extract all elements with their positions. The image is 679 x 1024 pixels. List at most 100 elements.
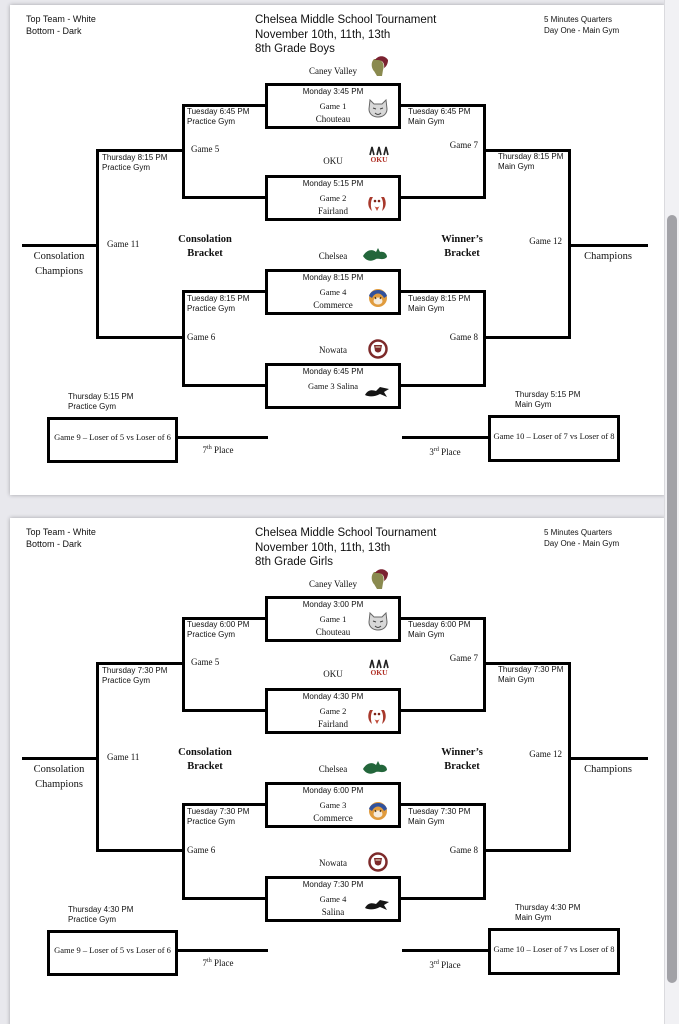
seed-team-nowata: Nowata bbox=[319, 858, 347, 868]
panther-mascot-icon bbox=[364, 898, 390, 912]
dragon-mascot-icon bbox=[362, 246, 388, 264]
trojan-mascot-icon bbox=[369, 568, 389, 590]
game5-schedule: Tuesday 6:45 PM Practice Gym bbox=[187, 107, 249, 127]
bracket-line bbox=[401, 803, 483, 806]
game8-time: Tuesday 7:30 PM bbox=[408, 807, 471, 816]
game5-gym: Practice Gym bbox=[187, 117, 236, 126]
quarters-note: 5 Minutes Quarters bbox=[544, 528, 613, 537]
bracket-line bbox=[401, 104, 483, 107]
game6-schedule: Tuesday 8:15 PM Practice Gym bbox=[187, 294, 249, 314]
day-one-note: Day One - Main Gym bbox=[544, 25, 620, 35]
seventh-place-label: 7th Place bbox=[202, 445, 234, 455]
game12-gym: Main Gym bbox=[498, 675, 535, 684]
game11-gym: Practice Gym bbox=[102, 676, 151, 685]
game11-label: Game 11 bbox=[107, 239, 140, 249]
bracket-line bbox=[402, 949, 488, 952]
bracket-line bbox=[483, 149, 568, 152]
game12-label: Game 12 bbox=[529, 236, 562, 246]
bracket-line bbox=[568, 662, 571, 852]
game-box3-time: Monday 6:00 PM bbox=[302, 786, 364, 795]
game7-time: Tuesday 6:45 PM bbox=[408, 107, 471, 116]
winners-bracket-label: Winner’s Bracket bbox=[441, 234, 483, 259]
bracket-line bbox=[182, 290, 185, 387]
game-1-label: Game 1 bbox=[319, 101, 347, 111]
game-box3-bottom-team: Commerce bbox=[313, 813, 353, 823]
game11-time: Thursday 8:15 PM bbox=[102, 153, 168, 162]
game-box4-time: Monday 6:45 PM bbox=[302, 367, 364, 376]
game6-gym: Practice Gym bbox=[187, 304, 236, 313]
bracket-line bbox=[483, 336, 568, 339]
bracket-line bbox=[483, 849, 568, 852]
game11-schedule: Thursday 7:30 PM Practice Gym bbox=[102, 666, 167, 686]
legend-bottom-team: Bottom - Dark bbox=[26, 25, 82, 36]
bracket-line bbox=[22, 757, 96, 760]
game-box4-label: Game 4 bbox=[319, 894, 347, 904]
bracket-line bbox=[182, 803, 265, 806]
game8-gym: Main Gym bbox=[408, 304, 445, 313]
bracket-line bbox=[182, 104, 185, 199]
bracket-line bbox=[483, 662, 568, 665]
scrollbar-thumb[interactable] bbox=[667, 215, 677, 983]
bracket-line bbox=[401, 897, 483, 900]
tiger-mascot-icon bbox=[367, 285, 389, 309]
seed-team-chelsea: Chelsea bbox=[318, 764, 348, 774]
game10-schedule: Thursday 5:15 PM Main Gym bbox=[515, 390, 580, 410]
seed-team-oku: OKU bbox=[323, 669, 343, 679]
game12-time: Thursday 8:15 PM bbox=[498, 152, 564, 161]
game-box4-bottom-team: Salina bbox=[321, 907, 345, 917]
bracket-line bbox=[182, 897, 265, 900]
day-one-note: Day One - Main Gym bbox=[544, 538, 620, 548]
game7-label: Game 7 bbox=[449, 140, 478, 150]
bracket-line bbox=[182, 617, 265, 620]
rules-note: 5 Minutes Quarters Day One - Main Gym bbox=[544, 15, 619, 36]
tournament-dates: November 10th, 11th, 13th bbox=[255, 541, 391, 554]
game6-time: Tuesday 8:15 PM bbox=[187, 294, 250, 303]
game8-schedule: Tuesday 7:30 PM Main Gym bbox=[408, 807, 470, 827]
game6-label: Game 6 bbox=[187, 845, 216, 855]
consolation-champions-label: Consolation Champions bbox=[33, 764, 85, 790]
game-box4-time: Monday 7:30 PM bbox=[302, 880, 364, 889]
game-1-time: Monday 3:45 PM bbox=[302, 87, 364, 96]
game-box-lower-lower: Monday 7:30 PM Game 4 Salina bbox=[265, 876, 401, 922]
owl-mascot-icon bbox=[366, 192, 388, 214]
bracket-line bbox=[402, 436, 488, 439]
game-2-box: Monday 5:15 PM Game 2 Fairland bbox=[265, 175, 401, 221]
seventh-place-label: 7th Place bbox=[202, 958, 234, 968]
game10-time: Thursday 4:30 PM bbox=[515, 903, 581, 912]
tournament-header: Chelsea Middle School Tournament Novembe… bbox=[255, 526, 436, 570]
bracket-line bbox=[401, 384, 483, 387]
game12-gym: Main Gym bbox=[498, 162, 535, 171]
game12-schedule: Thursday 8:15 PM Main Gym bbox=[498, 152, 563, 172]
oku-mascot-icon: OKU bbox=[367, 145, 391, 164]
bracket-line bbox=[182, 384, 265, 387]
bracket-line bbox=[178, 949, 268, 952]
game8-schedule: Tuesday 8:15 PM Main Gym bbox=[408, 294, 470, 314]
bracket-line bbox=[568, 149, 571, 339]
game-1-box: Monday 3:00 PM Game 1 Chouteau bbox=[265, 596, 401, 642]
game8-time: Tuesday 8:15 PM bbox=[408, 294, 471, 303]
seed-team-chelsea: Chelsea bbox=[318, 251, 348, 261]
game-1-bottom-team: Chouteau bbox=[315, 627, 351, 637]
game7-gym: Main Gym bbox=[408, 117, 445, 126]
third-place-label: 3rd Place bbox=[429, 960, 461, 970]
seed-team-caney-valley: Caney Valley bbox=[308, 579, 358, 589]
legend-top-team: Top Team - White bbox=[26, 527, 96, 537]
bracket-line bbox=[182, 803, 185, 900]
game12-schedule: Thursday 7:30 PM Main Gym bbox=[498, 665, 563, 685]
third-place-label: 3rd Place bbox=[429, 447, 461, 457]
game8-label: Game 8 bbox=[449, 332, 478, 342]
consolation-champions-label: Consolation Champions bbox=[33, 251, 85, 277]
game9-time: Thursday 4:30 PM bbox=[68, 905, 134, 914]
game-2-time: Monday 5:15 PM bbox=[302, 179, 364, 188]
game9-schedule: Thursday 4:30 PM Practice Gym bbox=[68, 905, 133, 925]
panther-mascot-icon bbox=[364, 385, 390, 399]
winners-bracket-label: Winner’s Bracket bbox=[441, 747, 483, 772]
game-2-label: Game 2 bbox=[319, 706, 347, 716]
game-box3-label: Game 3 bbox=[319, 800, 347, 810]
game-1-label: Game 1 bbox=[319, 614, 347, 624]
game9-time: Thursday 5:15 PM bbox=[68, 392, 134, 401]
game-10-box: Game 10 – Loser of 7 vs Loser of 8 bbox=[488, 415, 620, 462]
game-1-bottom-team: Chouteau bbox=[315, 114, 351, 124]
game-1-time: Monday 3:00 PM bbox=[302, 600, 364, 609]
